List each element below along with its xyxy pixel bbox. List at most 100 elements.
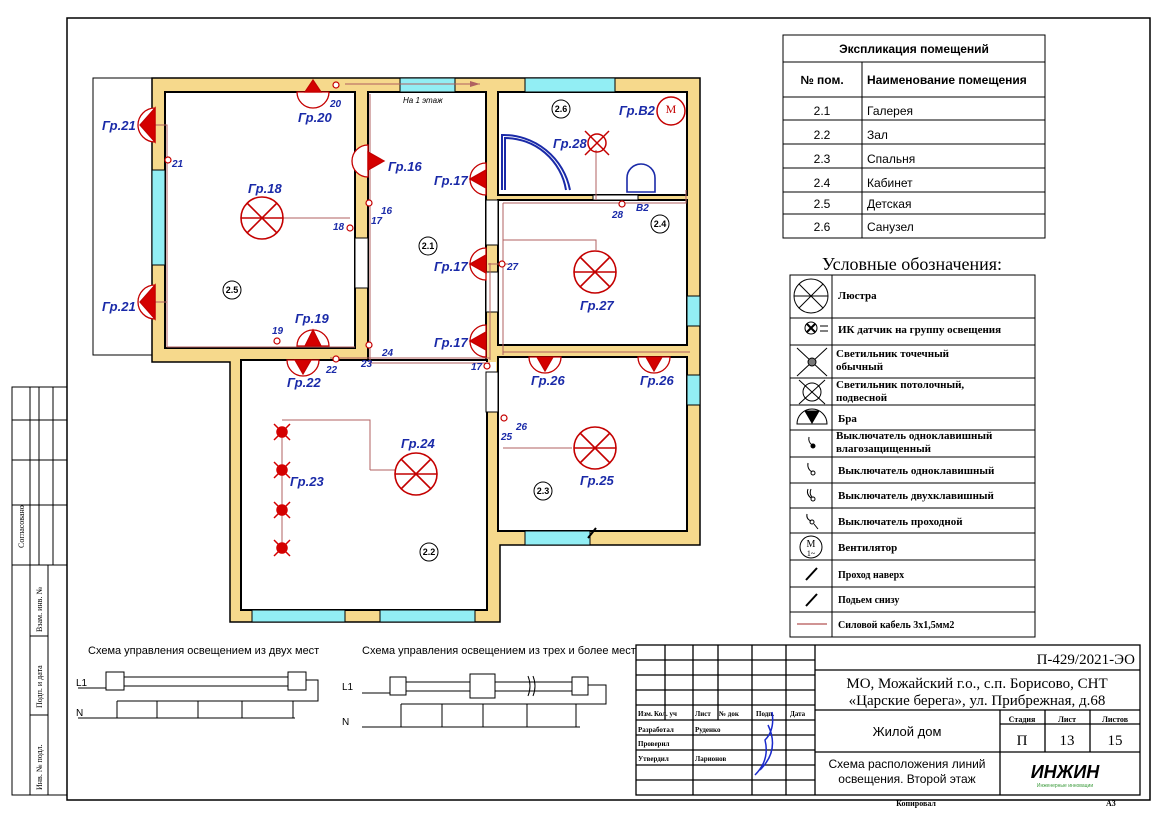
room-number: 2.3 <box>537 486 550 496</box>
ceiling-light-icon <box>798 379 826 405</box>
side-stamp <box>11 386 68 796</box>
stage-value: П <box>1017 733 1028 749</box>
switch-single-icon <box>807 462 816 476</box>
tb-header: Подп. <box>756 710 774 718</box>
switch-number: 21 <box>171 159 184 170</box>
explication-title: Экспликация помещений <box>839 42 989 56</box>
tb-name: Ларионов <box>695 755 727 763</box>
switch-number: 17 <box>471 362 483 373</box>
company-logo: ИНЖИН <box>1031 762 1101 782</box>
tb-header: Кол. уч <box>654 710 677 718</box>
document-code: П-429/2021-ЭО <box>1037 652 1136 668</box>
switch-number: 18 <box>333 222 345 233</box>
switch-number: 20 <box>329 99 342 110</box>
room-name-cell: Галерея <box>867 104 913 118</box>
legend-label: Выключатель одноклавишный влагозащищенны… <box>836 430 993 455</box>
room-num-cell: 2.1 <box>814 104 831 118</box>
stamp-sign-date: Подп. и дата <box>35 665 44 708</box>
group-label: Гр.17 <box>434 173 468 188</box>
group-label: Гр.26 <box>531 373 565 388</box>
chandelier-icon <box>793 278 829 314</box>
group-label: Гр.18 <box>248 181 282 196</box>
fan-icon: M <box>656 96 686 126</box>
sconce-icon <box>796 408 828 425</box>
address-line-1: МО, Можайский г.о., с.п. Борисово, СНТ <box>846 676 1107 692</box>
switch-number: 24 <box>381 348 394 359</box>
chandelier-icon <box>394 452 438 496</box>
sheet-value: 13 <box>1060 733 1075 749</box>
legend-label: Проход наверх <box>838 570 904 581</box>
room-num-cell: 2.5 <box>814 197 831 211</box>
tb-role: Проверил <box>638 740 669 748</box>
sheet-label: Лист <box>1058 715 1076 724</box>
group-label: Гр.В2 <box>619 103 656 118</box>
room-2-3 <box>497 356 688 532</box>
room-num-cell: 2.2 <box>814 128 831 142</box>
group-label: Гр.21 <box>102 299 136 314</box>
switch-number: 16 <box>381 206 393 217</box>
door <box>485 199 499 246</box>
sheets-label: Листов <box>1102 715 1129 724</box>
switch-number: 19 <box>272 326 284 337</box>
group-label: Гр.21 <box>102 118 136 133</box>
room-name-cell: Детская <box>867 197 911 211</box>
group-label: Гр.19 <box>295 311 329 326</box>
col-room-number: № пом. <box>800 73 843 87</box>
object-name: Жилой дом <box>873 724 942 739</box>
legend-label: Люстра <box>838 290 877 302</box>
door <box>354 237 369 289</box>
switch-number: 25 <box>500 432 513 443</box>
door <box>592 194 639 201</box>
chandelier-icon <box>573 250 617 294</box>
group-label: Гр.17 <box>434 335 468 350</box>
legend-label: Силовой кабель 3х1,5мм2 <box>838 620 954 631</box>
fan-icon <box>799 535 823 559</box>
legend-label: Выключатель одноклавишный <box>838 465 995 477</box>
room-2-1 <box>367 91 487 361</box>
group-label: Гр.23 <box>290 474 324 489</box>
switch-number: 27 <box>506 262 519 273</box>
ir-sensor-icon <box>804 321 828 335</box>
n-label: N <box>342 717 349 728</box>
group-label: Гр.22 <box>287 375 321 390</box>
fan-subscript: 1~ <box>807 549 816 558</box>
fan-symbol: M <box>807 539 816 550</box>
legend-label: Вентилятор <box>838 542 897 554</box>
room-num-cell: 2.3 <box>814 152 831 166</box>
switch-number: 28 <box>611 210 624 221</box>
company-logo-subtitle: Инженерные инновации <box>1037 783 1093 789</box>
sheets-value: 15 <box>1108 733 1123 749</box>
switch-double-icon <box>806 488 816 502</box>
stamp-inv-replace: Взам. инв. № <box>35 587 44 632</box>
room-name-cell: Спальня <box>867 152 915 166</box>
sconces <box>137 78 671 377</box>
tb-role: Утвердил <box>638 755 669 763</box>
signature <box>754 711 774 776</box>
room-markers <box>222 99 670 562</box>
copied-label: Копировал <box>896 799 936 808</box>
riser-from-below-icon <box>805 593 818 607</box>
shower-cabin-icon <box>501 133 571 191</box>
group-label: Гр.24 <box>401 436 435 451</box>
sheet-title-line-2: освещения. Второй этаж <box>838 772 975 786</box>
tb-header: Дата <box>790 710 806 718</box>
door <box>485 271 499 313</box>
group-label: Гр.17 <box>434 259 468 274</box>
title-block <box>635 644 1141 796</box>
switch-number: 22 <box>325 365 338 376</box>
stamp-inv-orig: Инв. № подл. <box>35 744 44 790</box>
room-2-2 <box>240 359 488 611</box>
room-name-cell: Санузел <box>867 220 914 234</box>
scheme-three-places <box>362 673 607 728</box>
tb-header: Изм. <box>638 710 653 718</box>
switch-number: 17 <box>371 216 383 227</box>
n-label: N <box>76 708 83 719</box>
room-number: 2.5 <box>226 285 239 295</box>
chandelier-icon <box>573 426 617 470</box>
room-number: 2.4 <box>654 219 667 229</box>
format-label: А3 <box>1106 799 1116 808</box>
legend-label: ИК датчик на группу освещения <box>838 324 1001 336</box>
legend-label: Светильник точечный обычный <box>836 348 950 373</box>
spotlight-icon <box>796 347 828 377</box>
scheme-three-places-title: Схема управления освещением из трех и бо… <box>362 645 636 657</box>
